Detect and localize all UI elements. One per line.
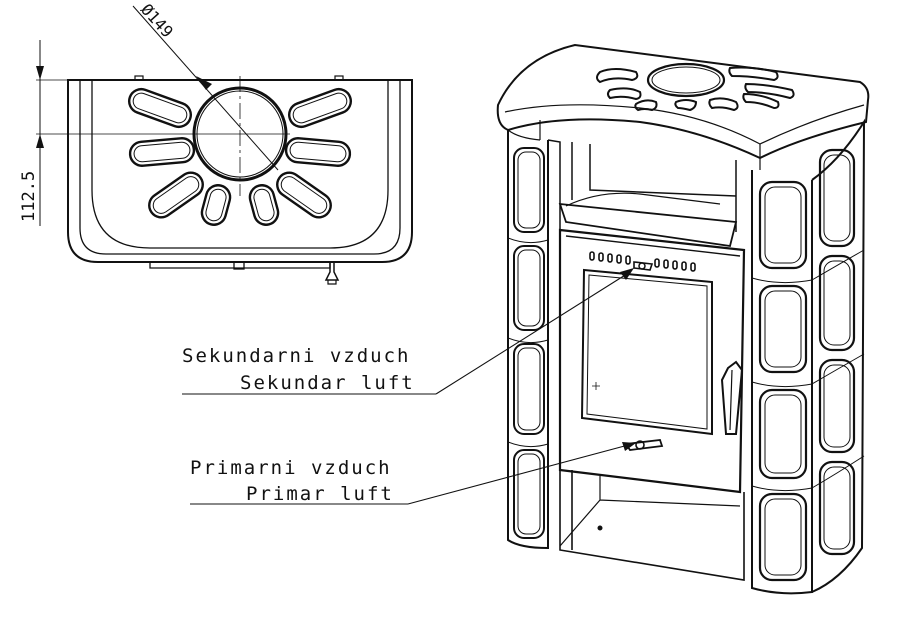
primary-air-label-de: Primar luft: [246, 483, 394, 505]
primary-air-label-cz: Primarni vzduch: [190, 457, 392, 479]
air-control-knob-icon: [324, 262, 340, 285]
secondary-air-label-cz: Sekundarni vzduch: [182, 345, 410, 367]
height-dimension: 112.5: [19, 171, 39, 222]
stove-isometric-view: [496, 43, 870, 595]
secondary-air-label-de: Sekundar luft: [240, 372, 415, 394]
secondary-air-vents: [589, 251, 696, 272]
vent-slots: [128, 87, 352, 226]
diameter-dimension: Ø149: [137, 0, 177, 41]
top-view: Ø149 112.5: [19, 0, 413, 285]
callout-leaders: [182, 268, 636, 505]
